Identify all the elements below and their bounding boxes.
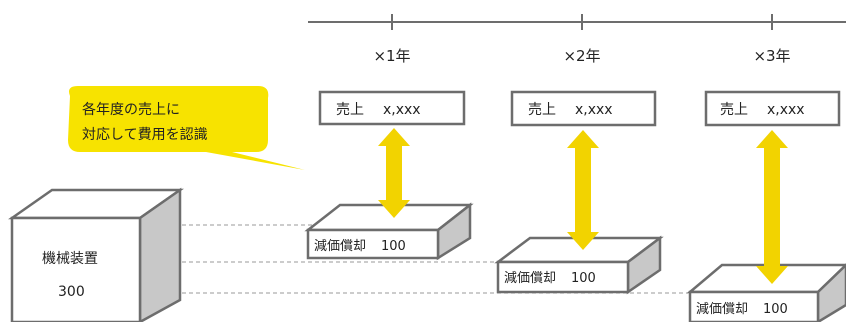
asset-value: 300 [58,284,85,300]
callout-line-2: 対応して費用を認識 [82,127,208,143]
timeline: ×1年 ×2年 ×3年 [308,14,846,65]
sales-box-3: 売上 x,xxx [704,90,841,127]
sales-box-2: 売上 x,xxx [510,90,657,127]
sales-box-1: 売上 x,xxx [318,90,466,126]
depreciation-value-1: 100 [381,239,406,254]
depreciation-value-3: 100 [763,302,788,317]
depreciation-label-1: 減価償却 [314,238,366,254]
timeline-label-2: ×2年 [563,47,600,65]
arrow-year-3 [756,130,788,284]
sales-value-3: x,xxx [767,102,805,118]
sales-label-3: 売上 [720,102,748,118]
arrow-year-2 [567,130,599,250]
callout-bubble: 各年度の売上に 対応して費用を認識 [68,86,305,170]
depreciation-value-2: 100 [571,271,596,286]
asset-cube: 機械装置 300 [8,187,184,325]
depreciation-label-3: 減価償却 [696,301,748,317]
timeline-label-1: ×1年 [373,47,410,65]
sales-label-1: 売上 [336,102,364,118]
sales-value-2: x,xxx [575,102,613,118]
depreciation-box-1: 減価償却 100 [304,202,474,261]
timeline-label-3: ×3年 [753,47,790,65]
arrow-year-1 [378,128,410,218]
sales-label-2: 売上 [528,102,556,118]
asset-name: 機械装置 [42,251,98,267]
sales-value-1: x,xxx [383,102,421,118]
depreciation-box-2: 減価償却 100 [494,235,664,295]
callout-line-1: 各年度の売上に [82,102,180,118]
depreciation-label-2: 減価償却 [504,270,556,286]
